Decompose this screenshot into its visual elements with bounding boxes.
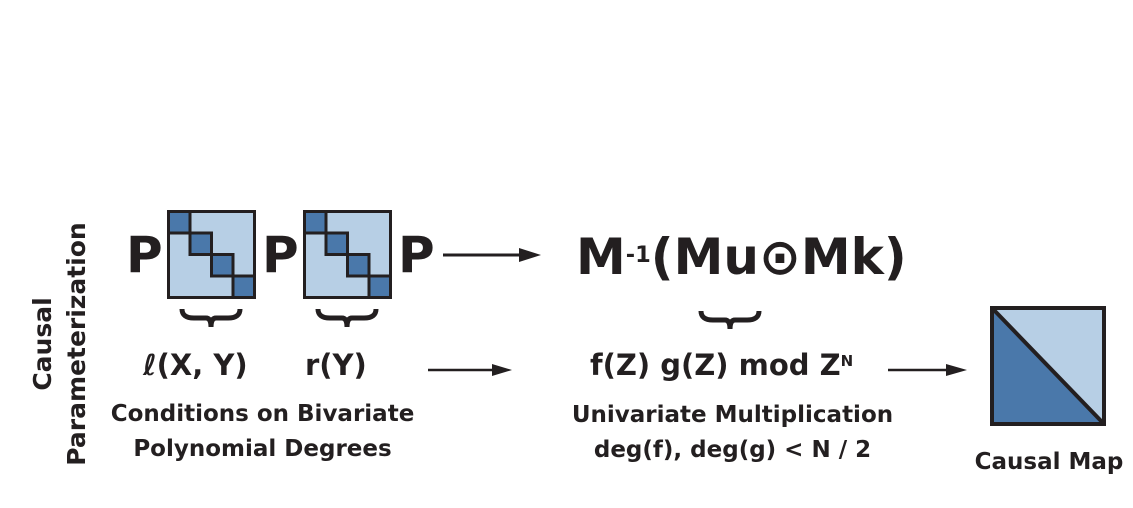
fft-rest: (Mu⊙Mk) xyxy=(650,228,907,286)
diagonal-block xyxy=(190,233,212,255)
center-caption: Univariate Multiplication deg(f), deg(g)… xyxy=(545,401,920,464)
arrow-icon xyxy=(888,364,967,376)
r-polynomial: r(Y) xyxy=(305,348,367,382)
side-label: Causal Parameterization xyxy=(26,204,94,484)
diagonal-block xyxy=(211,254,233,276)
fft-m: M xyxy=(576,228,626,286)
side-label-line2: Parameterization xyxy=(62,222,91,466)
matrix-border xyxy=(167,210,256,299)
diagonal-block xyxy=(326,233,348,255)
center-caption-line1: Univariate Multiplication xyxy=(571,402,894,428)
brace-icon xyxy=(698,310,762,330)
diagonal-block xyxy=(233,276,255,298)
matrix-border xyxy=(303,210,392,299)
brace-icon xyxy=(179,308,243,328)
permutation-p-1: P xyxy=(126,226,163,284)
causal-map-icon xyxy=(990,306,1106,426)
univariate-product: f(Z) g(Z) mod ZN xyxy=(590,349,853,381)
staircase-outline xyxy=(304,211,391,298)
arrow-icon xyxy=(428,364,512,376)
diagonal-block xyxy=(347,254,369,276)
permutation-p-2: P xyxy=(262,226,299,284)
lower-triangular-matrix-1 xyxy=(167,210,256,299)
left-caption-line1: Conditions on Bivariate xyxy=(110,401,415,427)
diagonal-block xyxy=(369,276,391,298)
side-label-line1: Causal xyxy=(28,297,57,391)
causal-map-caption: Causal Map xyxy=(974,449,1124,475)
diagonal-block xyxy=(304,211,326,233)
staircase-outline xyxy=(168,211,255,298)
product-sup: N xyxy=(840,352,854,370)
arrow-icon xyxy=(443,248,541,262)
fft-inverse-sup: -1 xyxy=(625,242,651,268)
ell-polynomial: ℓ(X, Y) xyxy=(143,348,248,382)
left-caption-line2: Polynomial Degrees xyxy=(133,436,392,462)
lower-triangular-matrix-2 xyxy=(303,210,392,299)
center-caption-line2: deg(f), deg(g) < N / 2 xyxy=(593,437,872,463)
diagonal-block xyxy=(168,211,190,233)
permutation-p-3: P xyxy=(398,226,435,284)
brace-icon xyxy=(315,308,379,328)
product-text: f(Z) g(Z) mod Z xyxy=(590,348,841,382)
fft-expression: M-1(Mu⊙Mk) xyxy=(576,232,907,282)
left-caption: Conditions on Bivariate Polynomial Degre… xyxy=(100,400,425,463)
